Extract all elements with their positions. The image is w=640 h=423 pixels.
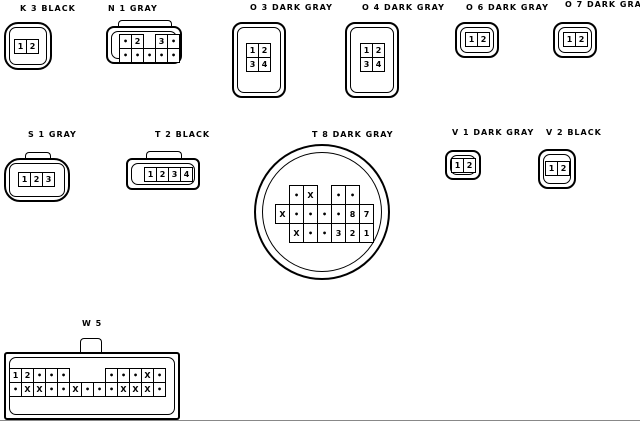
pin: X (275, 204, 290, 224)
connector-label-n1: N 1 GRAY (108, 4, 158, 13)
pin: • (345, 185, 360, 205)
pin: • (317, 204, 332, 224)
latch (146, 151, 182, 162)
connector-label-s1: S 1 GRAY (28, 130, 77, 139)
connector-label-t2: T 2 BLACK (155, 130, 211, 139)
pin: X (289, 223, 304, 243)
pin: 3 (331, 223, 346, 243)
pin: 2 (26, 39, 39, 54)
pin: 2 (372, 43, 385, 58)
pin: • (289, 204, 304, 224)
connector-label-v1: V 1 DARK GRAY (452, 128, 535, 137)
pin: • (303, 204, 318, 224)
pin: 2 (463, 158, 476, 173)
connector-label-v2: V 2 BLACK (546, 128, 602, 137)
pin: • (289, 185, 304, 205)
pin-row: •X•• (275, 185, 374, 205)
latch (25, 152, 51, 163)
pin: 2 (575, 32, 588, 47)
pin: 2 (30, 172, 43, 187)
pin: • (153, 382, 166, 397)
pin: 3 (42, 172, 55, 187)
pin: 2 (477, 32, 490, 47)
pin: 2 (258, 43, 271, 58)
pin: 4 (258, 57, 271, 72)
connector-label-o7: O 7 DARK GRAY (565, 0, 640, 9)
pin: 2 (557, 161, 570, 176)
connector-label-o4: O 4 DARK GRAY (362, 3, 445, 12)
connector-label-t8: T 8 DARK GRAY (312, 130, 394, 139)
pin: 8 (345, 204, 360, 224)
pin: 4 (180, 167, 193, 182)
pin: • (167, 48, 180, 63)
pin: • (331, 204, 346, 224)
pin (359, 185, 374, 205)
pin: 2 (345, 223, 360, 243)
pin: X (303, 185, 318, 205)
pin: 4 (372, 57, 385, 72)
connector-o4 (345, 22, 399, 98)
connector-label-o3: O 3 DARK GRAY (250, 3, 333, 12)
connector-label-w5: W 5 (82, 319, 103, 328)
pin: • (153, 368, 166, 383)
pin: 3 (168, 167, 181, 182)
latch (118, 20, 172, 31)
connector-label-k3: K 3 BLACK (20, 4, 76, 13)
pin-row: ••••• (119, 48, 180, 63)
pin: 7 (359, 204, 374, 224)
connector-k3 (4, 22, 52, 70)
pin (317, 185, 332, 205)
pin: 1 (359, 223, 374, 243)
pin: • (331, 185, 346, 205)
pin: • (317, 223, 332, 243)
connector-t8 (254, 144, 390, 280)
pin: • (167, 34, 180, 49)
pin (275, 185, 290, 205)
connector-label-o6: O 6 DARK GRAY (466, 3, 549, 12)
pin (275, 223, 290, 243)
pin: 1 (18, 172, 31, 187)
pin: • (303, 223, 318, 243)
divider (0, 420, 640, 421)
